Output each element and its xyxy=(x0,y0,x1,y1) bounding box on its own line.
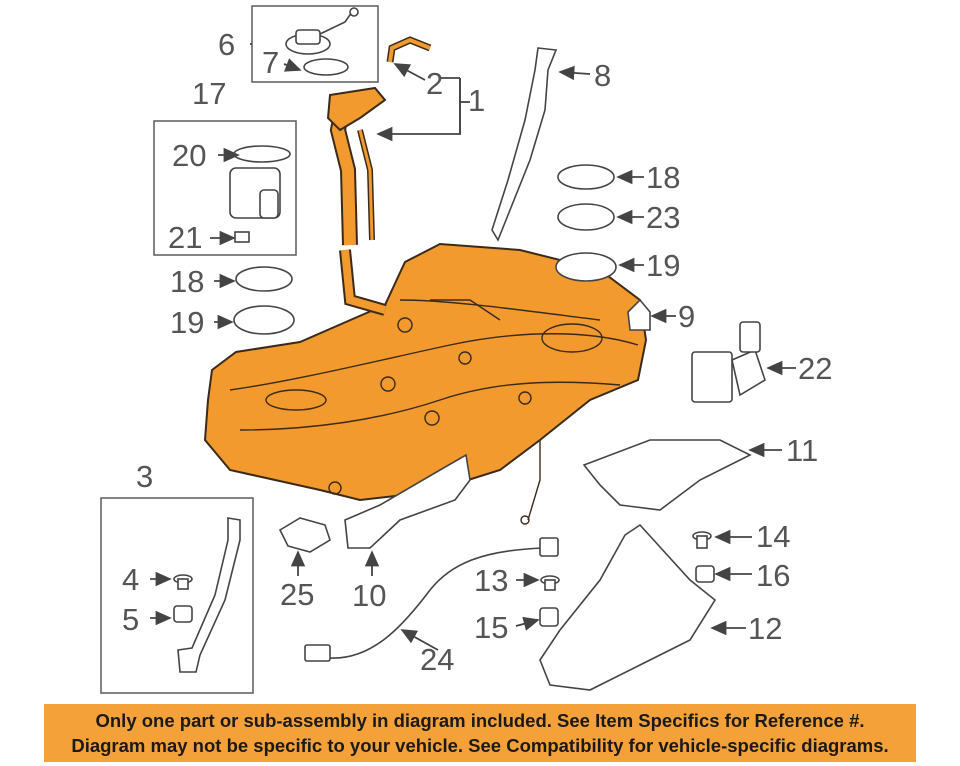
callout-8: 8 xyxy=(594,58,611,93)
callout-18-right: 18 xyxy=(646,160,680,195)
callout-1: 1 xyxy=(468,83,485,118)
bolt-13 xyxy=(540,575,560,591)
strap-3 xyxy=(177,517,241,673)
sensor-25 xyxy=(278,517,331,553)
bracket-10 xyxy=(344,453,471,549)
shield-12 xyxy=(539,523,717,691)
shield-11 xyxy=(582,439,752,511)
strap-8 xyxy=(491,47,558,242)
callout-19-right: 19 xyxy=(646,248,680,283)
nut-16 xyxy=(695,565,715,583)
callout-4: 4 xyxy=(122,562,139,597)
lock-ring-right xyxy=(555,252,617,282)
cap-seal xyxy=(303,58,349,76)
parts-diagram: 6 7 2 1 8 17 20 21 18 19 18 23 19 9 22 1… xyxy=(100,5,832,694)
callout-6: 6 xyxy=(218,27,235,62)
callout-18-left: 18 xyxy=(170,264,204,299)
ring-23 xyxy=(557,203,615,231)
callout-16: 16 xyxy=(756,558,790,593)
callout-21: 21 xyxy=(168,220,202,255)
bolt-14 xyxy=(692,531,712,549)
seal-ring-right xyxy=(557,164,615,190)
grommet xyxy=(627,298,651,331)
nut-5 xyxy=(173,605,193,623)
callout-19-left: 19 xyxy=(170,305,204,340)
fuel-cap xyxy=(285,7,359,55)
callout-12: 12 xyxy=(748,611,782,646)
callout-25: 25 xyxy=(280,577,314,612)
callout-2: 2 xyxy=(426,66,443,101)
nut-15 xyxy=(539,607,559,627)
bolt-4 xyxy=(173,574,193,590)
callout-9: 9 xyxy=(678,299,695,334)
filler-neck xyxy=(326,86,387,316)
harness-24 xyxy=(304,537,559,662)
lock-ring-left xyxy=(233,305,295,335)
callout-24: 24 xyxy=(420,642,454,677)
callout-20: 20 xyxy=(172,138,206,173)
box-group-3 xyxy=(100,497,254,694)
valve-22 xyxy=(691,321,766,403)
callout-7: 7 xyxy=(262,45,279,80)
callout-23: 23 xyxy=(646,200,680,235)
disclaimer-line-2: Diagram may not be specific to your vehi… xyxy=(71,735,889,756)
callout-11: 11 xyxy=(786,433,818,468)
seal-ring-left xyxy=(235,266,293,292)
callout-15: 15 xyxy=(474,610,508,645)
callout-5: 5 xyxy=(122,602,139,637)
callout-13: 13 xyxy=(474,563,508,598)
disclaimer-line-1: Only one part or sub-assembly in diagram… xyxy=(95,710,865,731)
callout-17: 17 xyxy=(192,76,226,111)
fuel-pump-module xyxy=(229,145,291,243)
callout-22: 22 xyxy=(798,351,832,386)
disclaimer-banner: Only one part or sub-assembly in diagram… xyxy=(44,704,916,762)
callout-10: 10 xyxy=(352,578,386,613)
box-group-17 xyxy=(153,120,297,256)
vent-hose xyxy=(386,36,432,63)
callout-3: 3 xyxy=(136,459,153,494)
callout-14: 14 xyxy=(756,519,790,554)
